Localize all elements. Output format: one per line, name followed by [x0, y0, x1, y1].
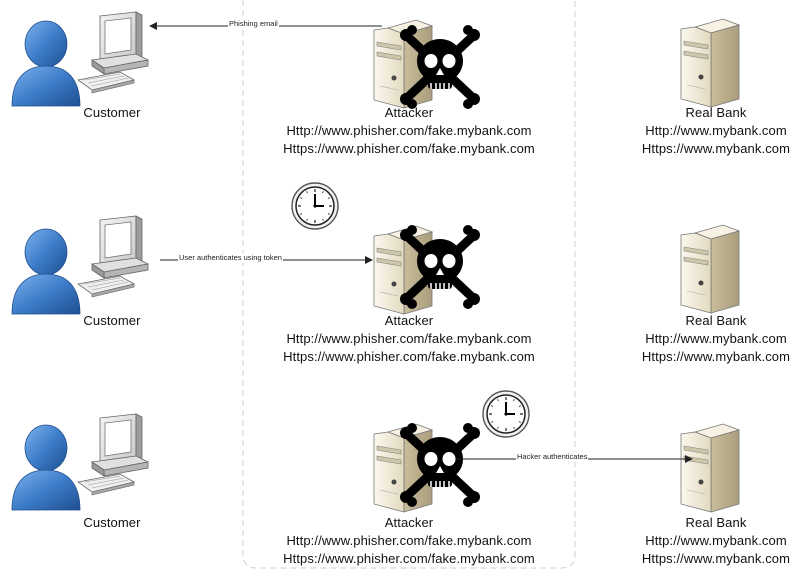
edge-label-user-authenticates: User authenticates using token [178, 253, 283, 263]
computer-icon [77, 11, 149, 94]
bank-label: Real Bank Http://www.mybank.com Https://… [626, 514, 806, 568]
clock-icon [482, 390, 530, 438]
attacker-http-url: Http://www.phisher.com/fake.mybank.com [286, 533, 532, 548]
bank-http-url: Http://www.mybank.com [645, 331, 787, 346]
server-icon [680, 423, 740, 513]
person-icon [11, 20, 81, 107]
bank-label: Real Bank Http://www.mybank.com Https://… [626, 104, 806, 158]
attacker-https-url: Https://www.phisher.com/fake.mybank.com [283, 349, 535, 364]
bank-https-url: Https://www.mybank.com [641, 141, 791, 156]
clock-icon [291, 182, 339, 230]
attacker-http-url: Http://www.phisher.com/fake.mybank.com [286, 331, 532, 346]
bank-label: Real Bank Http://www.mybank.com Https://… [626, 312, 806, 366]
attacker-name: Attacker [384, 105, 434, 120]
server-icon [680, 224, 740, 314]
person-icon [11, 228, 81, 315]
customer-label: Customer [83, 313, 141, 328]
computer-icon [77, 215, 149, 298]
attacker-name: Attacker [384, 313, 434, 328]
edge-label-phishing-email: Phishing email [228, 19, 279, 29]
bank-https-url: Https://www.mybank.com [641, 551, 791, 566]
bank-name: Real Bank [685, 515, 747, 530]
server-icon [680, 18, 740, 108]
attacker-label: Attacker Http://www.phisher.com/fake.myb… [247, 312, 571, 366]
edge-label-hacker-authenticates: Hacker authenticates [516, 452, 589, 462]
attacker-http-url: Http://www.phisher.com/fake.mybank.com [286, 123, 532, 138]
attacker-https-url: Https://www.phisher.com/fake.mybank.com [283, 141, 535, 156]
customer-label: Customer [83, 105, 141, 120]
bank-https-url: Https://www.mybank.com [641, 349, 791, 364]
computer-icon [77, 413, 149, 496]
bank-http-url: Http://www.mybank.com [645, 123, 787, 138]
person-icon [11, 424, 81, 511]
bank-name: Real Bank [685, 105, 747, 120]
attacker-label: Attacker Http://www.phisher.com/fake.myb… [247, 104, 571, 158]
attacker-name: Attacker [384, 515, 434, 530]
customer-label: Customer [83, 515, 141, 530]
attacker-label: Attacker Http://www.phisher.com/fake.myb… [247, 514, 571, 568]
bank-http-url: Http://www.mybank.com [645, 533, 787, 548]
attacker-https-url: Https://www.phisher.com/fake.mybank.com [283, 551, 535, 566]
bank-name: Real Bank [685, 313, 747, 328]
